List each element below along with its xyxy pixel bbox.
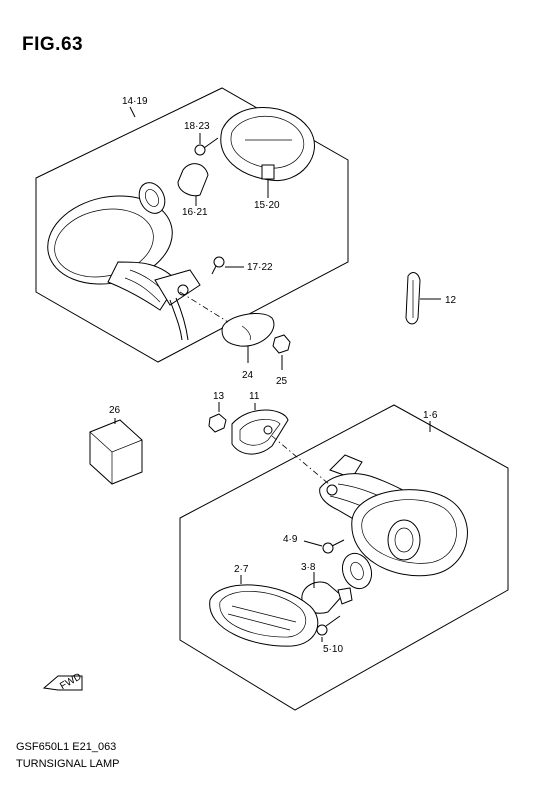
upper-lamp-body xyxy=(47,195,201,341)
screw-17-22 xyxy=(211,256,225,275)
label-15-20: 15·20 xyxy=(254,200,280,211)
nut-25 xyxy=(272,334,291,354)
label-24: 24 xyxy=(242,370,254,381)
label-14-19: 14·19 xyxy=(122,96,148,107)
label-16-21: 16·21 xyxy=(182,207,208,218)
screw-5-10 xyxy=(316,615,341,636)
lower-lamp-body xyxy=(319,454,468,577)
lower-assembly-frame xyxy=(179,404,509,711)
upper-lens-housing xyxy=(220,107,315,181)
centerline-middle xyxy=(271,435,331,486)
bulb-3-8 xyxy=(301,581,353,614)
bracket-11 xyxy=(231,409,289,455)
footer-code: GSF650L1 E21_063 xyxy=(16,741,117,753)
fwd-arrow-icon: FWD xyxy=(42,671,84,692)
label-25: 25 xyxy=(276,376,288,387)
label-12: 12 xyxy=(445,295,457,306)
cushion-24 xyxy=(221,313,275,347)
label-3-8: 3·8 xyxy=(301,562,316,573)
label-4-9: 4·9 xyxy=(283,534,298,545)
label-5-10: 5·10 xyxy=(323,644,343,655)
screw-4-9 xyxy=(322,539,345,554)
label-18-23: 18·23 xyxy=(184,121,210,132)
fig-title: FIG.63 xyxy=(22,34,84,55)
lower-lens-2-7 xyxy=(209,584,319,647)
label-11: 11 xyxy=(249,391,260,402)
relay-26 xyxy=(89,419,143,485)
label-13: 13 xyxy=(213,391,225,402)
upper-assembly-frame xyxy=(35,87,349,363)
label-17-22: 17·22 xyxy=(247,262,273,273)
bulb-16-21 xyxy=(138,163,209,214)
lower-socket-ring xyxy=(341,552,373,590)
leader-lines xyxy=(114,106,441,642)
screw-18-23 xyxy=(194,137,219,156)
nut-13 xyxy=(208,413,227,433)
label-26: 26 xyxy=(109,405,121,416)
centerline-upper xyxy=(179,291,229,323)
footer-caption: TURNSIGNAL LAMP xyxy=(16,758,120,770)
label-1-6: 1·6 xyxy=(423,410,438,421)
clamp-12 xyxy=(405,272,421,325)
label-2-7: 2·7 xyxy=(234,564,249,575)
